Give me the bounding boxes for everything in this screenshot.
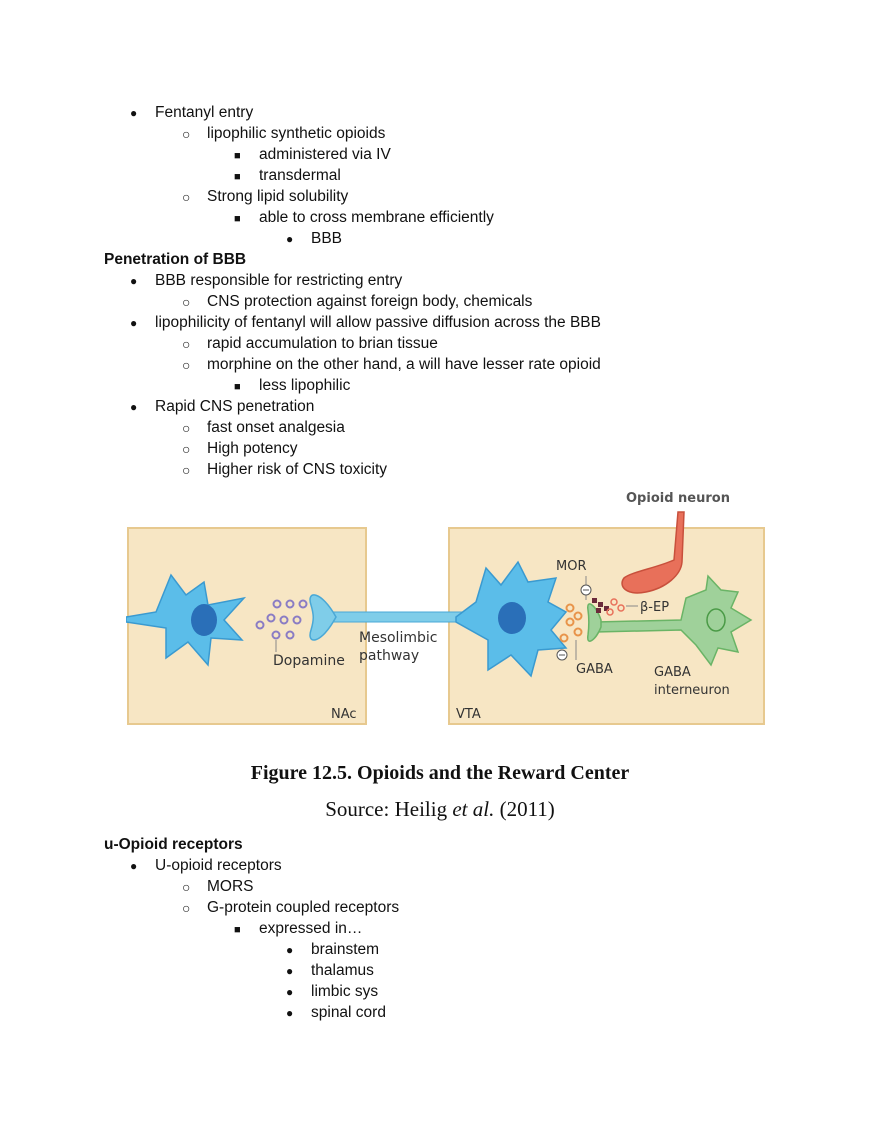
pathway-label: pathway xyxy=(359,648,419,664)
disc-bullet xyxy=(286,961,293,981)
list-item: lipophilic synthetic opioids xyxy=(207,125,386,142)
mor-label: MOR xyxy=(556,559,586,574)
disc-bullet xyxy=(130,856,137,876)
figure-caption: Figure 12.5. Opioids and the Reward Cent… xyxy=(250,762,630,784)
beta-ep-label: β-EP xyxy=(640,600,669,615)
list-item: spinal cord xyxy=(311,1004,386,1021)
disc-bullet xyxy=(130,271,137,291)
square-bullet xyxy=(234,145,241,166)
gaba-vesicles xyxy=(559,603,583,643)
list-item: Rapid CNS penetration xyxy=(155,398,315,415)
list-item: morphine on the other hand, a will have … xyxy=(207,356,601,373)
disc-bullet xyxy=(130,397,137,417)
square-bullet xyxy=(234,166,241,187)
circle-bullet xyxy=(182,439,190,460)
axon-terminal xyxy=(309,594,337,641)
disc-bullet xyxy=(286,1003,293,1023)
list-item: BBB xyxy=(311,230,343,247)
square-bullet xyxy=(234,919,241,940)
list-item: CNS protection against foreign body, che… xyxy=(207,293,533,310)
dopamine-label: Dopamine xyxy=(273,653,345,669)
nac-neuron xyxy=(126,573,247,667)
gaba-interneuron-label-1: GABA xyxy=(654,665,691,680)
dopamine-vesicles xyxy=(255,599,308,640)
mor-receptors xyxy=(592,598,609,613)
circle-bullet xyxy=(182,460,190,481)
vta-label: VTA xyxy=(456,707,481,722)
gaba-nucleus xyxy=(706,608,726,632)
disc-bullet xyxy=(130,103,137,123)
gaba-label: GABA xyxy=(576,662,613,677)
list-item: lipophilicity of fentanyl will allow pas… xyxy=(155,314,601,331)
source-suffix: (2011) xyxy=(494,797,555,821)
square-bullet xyxy=(234,208,241,229)
square-bullet xyxy=(234,376,241,397)
list-item: able to cross membrane efficiently xyxy=(259,209,494,226)
list-item: administered via IV xyxy=(259,146,391,163)
nac-label: NAc xyxy=(331,707,357,722)
list-item: rapid accumulation to brian tissue xyxy=(207,335,438,352)
disc-bullet xyxy=(286,229,293,249)
disc-bullet xyxy=(286,940,293,960)
circle-bullet xyxy=(182,877,190,898)
disc-bullet xyxy=(130,313,137,333)
section-heading: u-Opioid receptors xyxy=(104,836,243,853)
source-prefix: Source: Heilig xyxy=(325,797,453,821)
source-italic: et al. xyxy=(452,797,495,821)
list-item: brainstem xyxy=(311,941,380,958)
list-item: BBB responsible for restricting entry xyxy=(155,272,403,289)
reward-center-figure: Dopamine Mesolimbic pathway Opioid neuro… xyxy=(126,491,765,725)
list-item: U-opioid receptors xyxy=(155,857,282,874)
gaba-interneuron-label-2: interneuron xyxy=(654,683,730,698)
list-item: transdermal xyxy=(259,167,341,184)
list-item: thalamus xyxy=(311,962,374,979)
vta-nucleus xyxy=(498,602,526,634)
nac-nucleus xyxy=(191,604,217,636)
section-heading: Penetration of BBB xyxy=(104,251,247,268)
circle-bullet xyxy=(182,898,190,919)
list-item: expressed in… xyxy=(259,920,363,937)
figure-source: Source: Heilig et al. (2011) xyxy=(0,797,880,822)
circle-bullet xyxy=(182,418,190,439)
list-item: Fentanyl entry xyxy=(155,104,254,121)
list-item: Higher risk of CNS toxicity xyxy=(207,461,388,478)
mesolimbic-label: Mesolimbic xyxy=(359,630,437,646)
opioid-neuron-label: Opioid neuron xyxy=(626,491,730,506)
opioid-neuron xyxy=(621,511,685,594)
disc-bullet xyxy=(286,982,293,1002)
circle-bullet xyxy=(182,292,190,313)
gaba-terminal xyxy=(587,603,602,642)
list-item: fast onset analgesia xyxy=(207,419,345,436)
list-item: limbic sys xyxy=(311,983,379,1000)
circle-bullet xyxy=(182,355,190,376)
circle-bullet xyxy=(182,187,190,208)
circle-bullet xyxy=(182,124,190,145)
beta-ep-vesicles xyxy=(606,598,625,616)
list-item: Strong lipid solubility xyxy=(207,188,349,205)
list-item: less lipophilic xyxy=(259,377,351,394)
circle-bullet xyxy=(182,334,190,355)
list-item: G-protein coupled receptors xyxy=(207,899,400,916)
list-item: MORS xyxy=(207,878,254,895)
list-item: High potency xyxy=(207,440,298,457)
gaba-interneuron xyxy=(595,574,753,667)
